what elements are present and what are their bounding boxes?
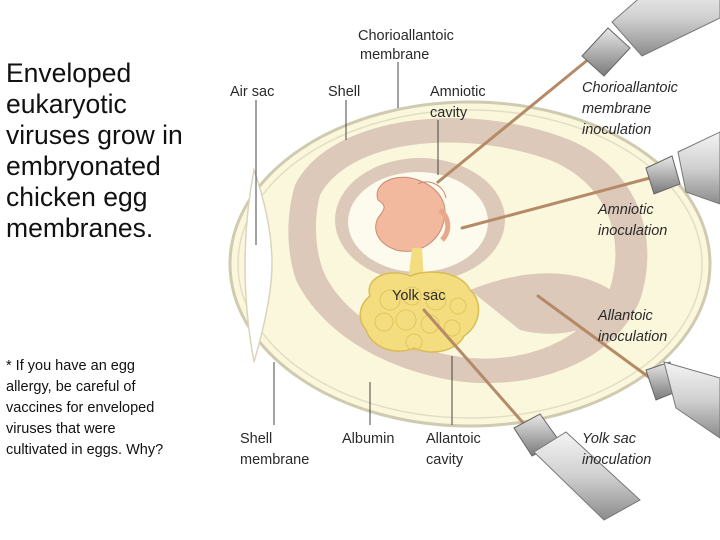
note-line: cultivated in eggs. Why? — [6, 442, 164, 458]
label-line: Amniotic — [597, 202, 654, 218]
yolk-texture — [374, 286, 467, 351]
label-shell-membrane: Shell membrane — [240, 431, 309, 468]
label-yolk-sac-inoculation: Yolk sac inoculation — [582, 431, 651, 468]
label-line: inoculation — [582, 122, 651, 138]
embryo-head-outline — [417, 181, 447, 199]
yolk-sac — [359, 271, 480, 353]
label-shell: Shell — [328, 84, 360, 100]
embryo-stalk — [438, 208, 451, 242]
title-line: viruses grow in — [6, 120, 183, 150]
label-line: cavity — [426, 452, 464, 468]
title-line: membranes. — [6, 213, 154, 243]
label-line: inoculation — [598, 223, 667, 239]
title-line: chicken egg — [6, 182, 148, 212]
slide-title: Enveloped eukaryotic viruses grow in emb… — [6, 58, 231, 244]
label-line: inoculation — [582, 452, 651, 468]
label-line: Allantoic — [597, 308, 654, 324]
shell-membrane-outline — [237, 109, 703, 419]
note-line: vaccines for enveloped — [6, 400, 155, 416]
title-line: Enveloped — [6, 58, 132, 88]
egg-allergy-note: * If you have an egg allergy, be careful… — [6, 356, 221, 461]
syringe-allantoic — [645, 361, 720, 439]
label-line: Amniotic — [430, 84, 486, 100]
label-air-sac: Air sac — [230, 84, 274, 100]
label-line: Yolk sac — [582, 431, 637, 447]
label-line: Shell — [240, 431, 272, 447]
label-line: membrane — [240, 452, 309, 468]
label-albumin: Albumin — [342, 431, 394, 447]
label-line: membrane — [582, 101, 651, 117]
label-chorioallantoic-inoculation: Chorioallantoic membrane inoculation — [582, 80, 682, 138]
label-line: Chorioallantoic — [358, 28, 454, 44]
air-sac — [244, 167, 273, 363]
label-line: cavity — [430, 105, 468, 121]
label-yolk-sac: Yolk sac — [392, 288, 445, 304]
label-allantoic-cavity: Allantoic cavity — [426, 431, 485, 468]
note-line: viruses that were — [6, 421, 116, 437]
syringe-chorioallantoic — [581, 0, 720, 77]
note-line: allergy, be careful of — [6, 379, 136, 395]
note-line: * If you have an egg — [6, 358, 135, 374]
label-line: inoculation — [598, 329, 667, 345]
syringe-amniotic — [645, 131, 720, 205]
label-line: Chorioallantoic — [582, 80, 679, 96]
label-line: Allantoic — [426, 431, 481, 447]
syringe-yolk-sac — [513, 413, 641, 521]
title-line: eukaryotic — [6, 89, 127, 119]
label-allantoic-inoculation: Allantoic inoculation — [597, 308, 667, 345]
label-amniotic-cavity: Amniotic cavity — [430, 84, 490, 121]
title-line: embryonated — [6, 151, 161, 181]
embryo — [375, 176, 446, 252]
label-amniotic-inoculation: Amniotic inoculation — [597, 202, 667, 239]
label-line: membrane — [360, 47, 429, 63]
label-chorioallantoic-membrane: Chorioallantoic membrane — [358, 28, 458, 63]
needle-shafts — [422, 56, 652, 427]
pointer-lines — [255, 62, 453, 425]
